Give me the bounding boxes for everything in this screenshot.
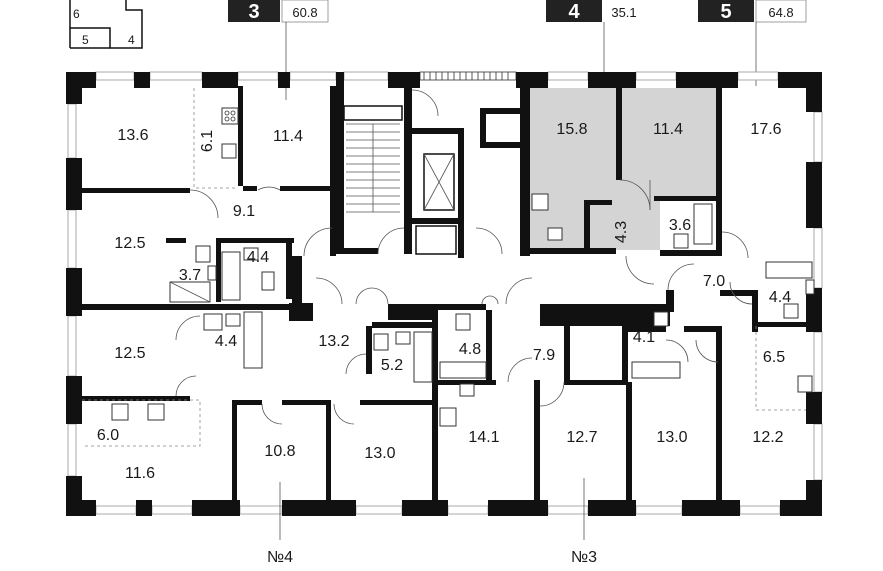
callout-apt-4-area: 35.1 xyxy=(611,5,636,20)
room-area-label: 4.8 xyxy=(459,341,481,358)
entrance-4[interactable]: №4 xyxy=(267,482,293,566)
room-area-label: 11.6 xyxy=(125,465,155,482)
room-area-label: 5.2 xyxy=(381,357,403,374)
callout-apt-5[interactable]: 5 64.8 xyxy=(698,0,807,86)
room-area-label: 17.6 xyxy=(750,121,781,138)
elevator-shaft xyxy=(415,153,457,255)
interior-walls xyxy=(80,86,806,510)
room-area-label: 11.4 xyxy=(273,128,303,145)
room-area-label: 13.0 xyxy=(364,445,395,462)
room-area-label: 6.1 xyxy=(199,130,216,152)
room-area-label: 14.1 xyxy=(468,429,499,446)
apartment-4-highlight[interactable] xyxy=(530,88,716,250)
room-area-label: 7.9 xyxy=(533,347,555,364)
room-area-label: 4.3 xyxy=(613,221,630,243)
ventilation-grille xyxy=(419,71,517,81)
outer-walls xyxy=(66,72,822,516)
room-area-label: 3.6 xyxy=(669,217,691,234)
room-area-label: 3.7 xyxy=(179,267,201,284)
room-area-label: 12.2 xyxy=(752,429,783,446)
entrance-4-label: №4 xyxy=(267,549,293,566)
callout-apt-5-area: 64.8 xyxy=(768,5,793,20)
room-area-label: 6.0 xyxy=(97,427,119,444)
room-area-label: 13.6 xyxy=(117,127,148,144)
entrance-3-label: №3 xyxy=(571,549,597,566)
callout-apt-5-number: 5 xyxy=(720,1,731,23)
room-area-label: 7.0 xyxy=(703,273,725,290)
room-area-label: 12.5 xyxy=(114,235,145,252)
minimap-label-6: 6 xyxy=(73,7,80,21)
callout-apt-3-area: 60.8 xyxy=(292,5,317,20)
room-area-label: 13.2 xyxy=(318,333,349,350)
callout-apt-3-number: 3 xyxy=(248,1,259,23)
room-area-label: 4.1 xyxy=(633,329,655,346)
room-area-label: 9.1 xyxy=(233,203,255,220)
room-area-label: 11.4 xyxy=(653,121,683,138)
stairwell xyxy=(343,105,403,213)
room-area-label: 15.8 xyxy=(556,121,587,138)
door-swings xyxy=(175,89,753,425)
minimap[interactable]: 6 5 4 xyxy=(69,0,143,49)
room-area-label: 10.8 xyxy=(264,443,295,460)
room-area-label: 6.5 xyxy=(763,349,785,366)
room-area-label: 4.4 xyxy=(215,333,237,350)
minimap-label-5: 5 xyxy=(82,33,89,47)
callout-apt-4-number: 4 xyxy=(568,1,580,23)
room-labels: 13.6 6.1 11.4 9.1 12.5 4.4 3.7 15.8 11.4… xyxy=(97,121,791,482)
room-area-label: 13.0 xyxy=(656,429,687,446)
room-area-label: 12.7 xyxy=(566,429,597,446)
room-area-label: 4.4 xyxy=(247,249,269,266)
room-area-label: 12.5 xyxy=(114,345,145,362)
callout-apt-3[interactable]: 3 60.8 xyxy=(228,0,329,100)
minimap-label-4: 4 xyxy=(128,33,135,47)
entrance-3[interactable]: №3 xyxy=(571,478,597,566)
room-area-label: 4.4 xyxy=(769,289,791,306)
kitchen-zones xyxy=(82,88,806,447)
callout-apt-4[interactable]: 4 35.1 xyxy=(546,0,648,110)
fixtures xyxy=(111,107,815,427)
